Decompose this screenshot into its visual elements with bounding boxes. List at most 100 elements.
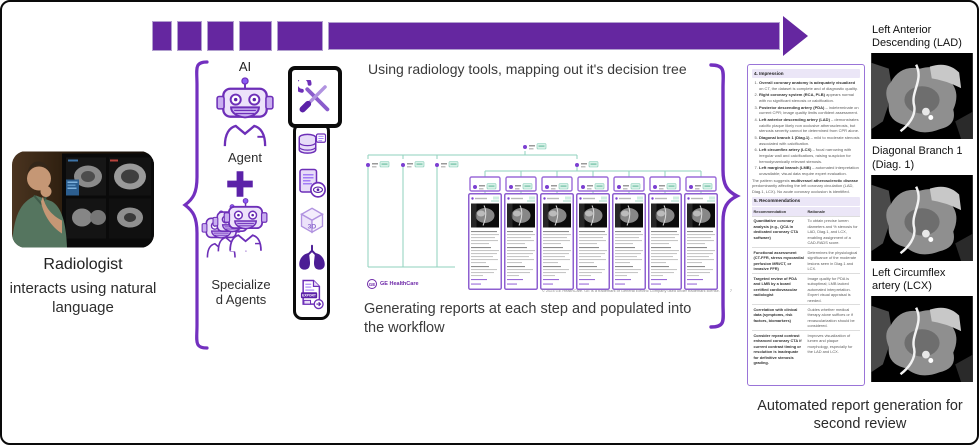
recommendations-table: Recommendation Rationale Quantitative co… (752, 207, 860, 368)
impression-item-lead: Overall coronary anatomy is adequately v… (759, 79, 856, 85)
ge-logo-monogram-icon: GE (367, 279, 377, 289)
tree-report-cards (468, 193, 718, 290)
tools-panel: 3D EXPORT (293, 122, 330, 320)
ge-logo-text: GE HealthCare (380, 281, 419, 287)
ct-scan-image (870, 53, 974, 140)
report-viewer-icon (298, 168, 326, 198)
impression-item-text: – demonstrates calcific plaque likely no… (759, 117, 860, 134)
impression-item-text: on CT, the dataset is complete and of di… (759, 85, 858, 91)
finding-label: Diagonal Branch 1 (Diag. 1) (872, 145, 963, 171)
3d-cube-label: 3D (307, 224, 316, 231)
arrow-segment (277, 21, 323, 51)
progress-arrow (152, 16, 808, 56)
recommendation-row: Quantitative coronary analysis (e.g., QC… (752, 215, 860, 248)
summary-prefix: The pattern suggests (752, 177, 791, 183)
impression-item-text: – indeterminate on current CPR; image qu… (759, 104, 859, 116)
radiologist-subtitle: interacts using natural language (9, 280, 157, 316)
ct-scan-image (870, 174, 974, 261)
arrow-segment (177, 21, 202, 51)
impression-section-title: 4. Impression (752, 69, 860, 79)
impression-summary: The pattern suggests multivessel atheros… (752, 178, 860, 195)
recommendation-row: Consider repeat contrast enhanced corona… (752, 330, 860, 368)
radiologist-title: Radiologist (43, 256, 123, 273)
radiologist-photo-art (12, 151, 154, 248)
page-number: 7 (729, 288, 732, 293)
tree-root-node (522, 143, 547, 150)
impression-item: Left marginal branch (LMB) – automated i… (759, 165, 860, 176)
recommendation-cell: Targeted review of PDA and LMB by a boar… (752, 273, 806, 305)
impression-item-text: – mild to moderate stenosis associated w… (759, 135, 860, 146)
plus-icon (227, 171, 253, 197)
ai-agent-robot-icon (215, 76, 275, 148)
tree-step-boxes (469, 176, 717, 192)
impression-item: Left anterior descending artery (LAD) – … (759, 117, 860, 134)
recommendation-cell: Correlation with clinical data (symptoms… (752, 304, 806, 331)
finding-block: Left Circumflex artery (LCX) (870, 266, 976, 383)
arrow-segment (152, 21, 172, 51)
impression-item: Diagonal branch 1 (Diag.1) – mild to mod… (759, 135, 860, 146)
recommendation-row: Correlation with clinical data (symptoms… (752, 304, 860, 331)
finding-block: Left Anterior Descending (LAD) (870, 24, 976, 140)
crossed-tools-icon (298, 80, 330, 113)
specialized-agents-icon (201, 197, 268, 259)
impression-item-text: appears normal with no significant steno… (759, 92, 854, 103)
copyright-text: © 2024 GE HealthCare. GE is a trademark … (542, 288, 720, 293)
rationale-cell: Image quality for PDA is suboptimal; LMB… (806, 273, 860, 305)
arrow-segment (239, 21, 272, 51)
left-brace (182, 60, 209, 350)
tree-branch-node (574, 161, 599, 168)
impression-item-lead: Posterior descending artery (PDA) (759, 104, 825, 110)
recommendations-header-row: Recommendation Rationale (752, 207, 860, 217)
recommendation-row: Targeted review of PDA and LMB by a boar… (752, 273, 860, 305)
agent-label: Agent (228, 150, 262, 165)
rationale-cell: To obtain precise lumen diameters and % … (806, 215, 860, 248)
export-label: EXPORT (302, 294, 317, 298)
decision-tree (365, 143, 718, 290)
recommendation-cell: Functional assessment (CT-FFR, stress my… (752, 247, 806, 274)
finding-block: Diagonal Branch 1 (Diag. 1) (870, 145, 976, 261)
impression-item: Posterior descending artery (PDA) – inde… (759, 105, 860, 116)
recommendation-cell: Quantitative coronary analysis (e.g., QC… (752, 215, 806, 248)
database-icon (298, 133, 326, 154)
tree-branch-node (400, 161, 425, 168)
rationale-cell: Improves visualization of lumen and plaq… (806, 330, 860, 368)
ge-healthcare-logo: GE GE HealthCare (367, 279, 419, 289)
ai-label: AI (238, 59, 252, 74)
arrow-segment (207, 21, 234, 51)
generated-report: 4. Impression Overall coronary anatomy i… (747, 64, 865, 386)
impression-item: Right coronary system (RCA, PLB) appears… (759, 92, 860, 103)
impression-item-text: – focal narrowing with irregular wall an… (759, 147, 852, 164)
col-rationale: Rationale (806, 207, 860, 217)
finding-label: Left Anterior Descending (LAD) (872, 24, 962, 50)
copyright-fineprint: © 2024 GE HealthCare. GE is a trademark … (542, 288, 732, 293)
impression-item-lead: Left anterior descending artery (LAD) (759, 117, 830, 123)
right-brace (709, 63, 741, 329)
impression-item: Overall coronary anatomy is adequately v… (759, 80, 860, 91)
tree-branch-node (365, 161, 390, 168)
tree-branch-node (434, 161, 459, 168)
specialized-agents-label-line1: Specialize (211, 277, 271, 292)
radiologist-photo (12, 151, 154, 248)
impression-list: Overall coronary anatomy is adequately v… (752, 80, 860, 177)
summary-rest: predominantly affecting the left coronar… (752, 183, 854, 194)
arrow-head-icon (783, 16, 808, 56)
3d-cube-icon: 3D (299, 207, 324, 234)
findings-column: Left Anterior Descending (LAD) Diagonal … (870, 22, 976, 388)
finding-label: Left Circumflex artery (LCX) (872, 266, 946, 292)
summary-bold: multivessel atherosclerotic disease (790, 177, 859, 183)
lungs-icon (298, 244, 325, 270)
caption-automated-report: Automated report generation for second r… (757, 398, 963, 433)
recommendation-cell: Consider repeat contrast enhanced corona… (752, 330, 806, 368)
specialized-agents-label-line2: d Agents (215, 291, 267, 307)
recommendation-row: Functional assessment (CT-FFR, stress my… (752, 247, 860, 274)
rationale-cell: Determines the physiological significanc… (806, 247, 860, 274)
caption-using-tools: Using radiology tools, mapping out it's … (368, 61, 687, 77)
ct-scan-image (870, 296, 974, 383)
impression-item-lead: Left marginal branch (LMB) (759, 165, 812, 171)
impression-item-lead: Left circumflex artery (LCX) (759, 147, 812, 153)
rationale-cell: Guides whether medical therapy alone suf… (806, 304, 860, 331)
impression-item-text: – automated interpretation unavailable; … (759, 165, 859, 176)
tree-connectors (367, 151, 702, 268)
recommendations-section-title: 5. Recommendations (752, 196, 860, 206)
